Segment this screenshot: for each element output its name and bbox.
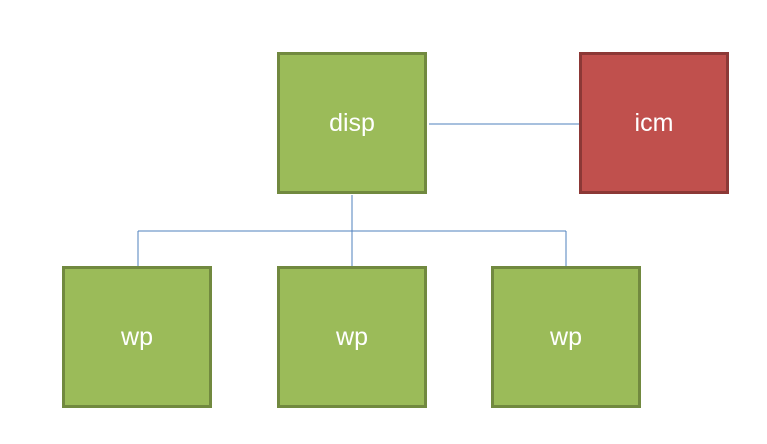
- wp-label-3: wp: [550, 322, 582, 351]
- wp-label-1: wp: [121, 322, 153, 351]
- disp-label: disp: [329, 108, 375, 137]
- wp-node-2: wp: [277, 266, 427, 408]
- wp-node-1: wp: [62, 266, 212, 408]
- wp-label-2: wp: [336, 322, 368, 351]
- icm-node: icm: [579, 52, 729, 194]
- disp-node: disp: [277, 52, 427, 194]
- icm-label: icm: [634, 108, 674, 137]
- wp-node-3: wp: [491, 266, 641, 408]
